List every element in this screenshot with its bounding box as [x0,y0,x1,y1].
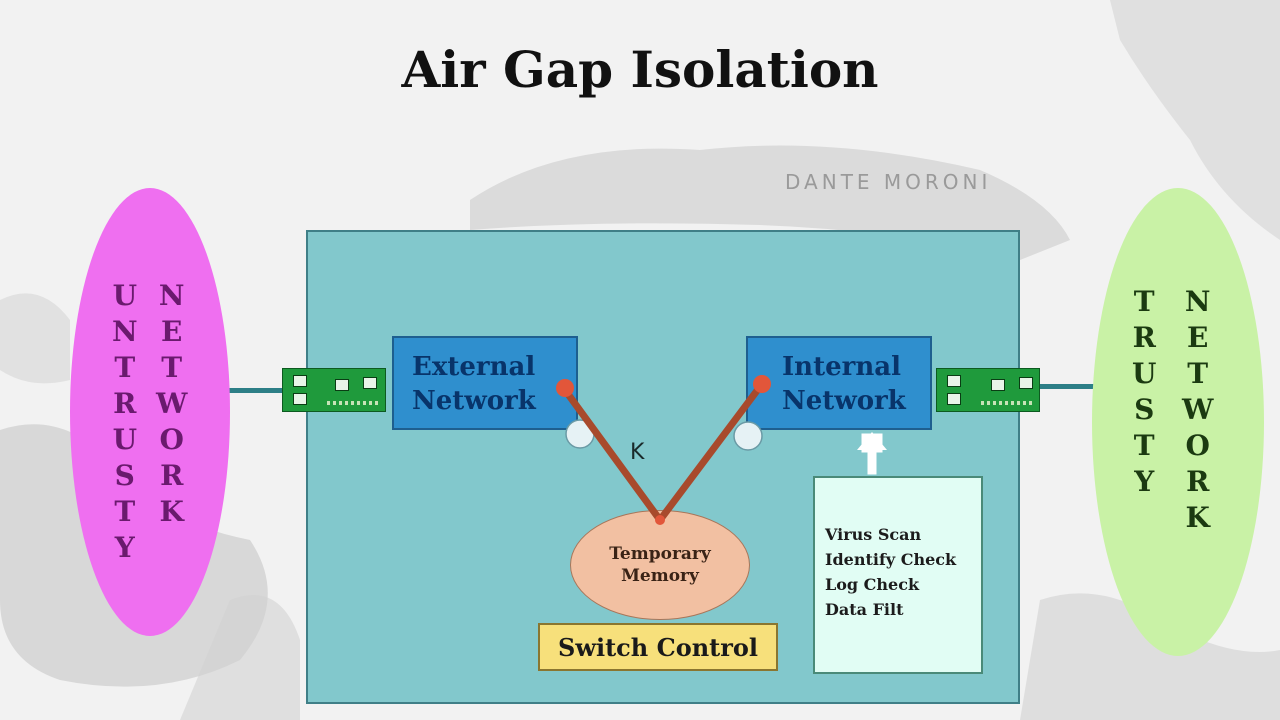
nic-chip [335,379,349,391]
watermark-text: DANTE MORONI [785,170,992,194]
nic-chip [293,393,307,405]
untrusted-letter: T [114,495,136,528]
temporary-memory-ellipse: Temporary Memory [570,510,750,620]
switch-k-label: K [630,440,645,465]
untrusted-letter: N [158,279,185,312]
external-nic-card [282,368,386,412]
trusted-letter: U [1132,357,1157,390]
diagram-title: Air Gap Isolation [401,40,879,99]
untrusted-letter: R [160,459,184,492]
trusted-letter: T [1187,357,1209,390]
internal-network-label-line-2: Network [782,386,906,416]
trusted-label-column-1: T R U S T Y [1132,284,1156,500]
untrusted-label-column-2: N E T W O R K [156,278,187,530]
external-network-box: External Network [392,336,578,430]
check-item: Data Filt [825,600,904,619]
untrusted-letter: N [112,315,138,348]
check-item: Virus Scan [825,525,922,544]
nic-pins [327,401,381,405]
temporary-memory-label-line-2: Memory [621,566,699,586]
trusted-letter: T [1133,429,1155,462]
untrusted-letter: S [114,459,135,492]
trusted-letter: E [1187,321,1209,354]
trusted-letter: W [1182,393,1214,426]
nic-chip [1019,377,1033,389]
untrusted-network-ellipse [70,188,230,636]
nic-chip [363,377,377,389]
nic-chip [991,379,1005,391]
untrusted-letter: U [112,279,137,312]
internal-nic-card [936,368,1040,412]
untrusted-letter: W [156,387,188,420]
trusted-label-column-2: N E T W O R K [1182,284,1213,536]
nic-pins [981,401,1035,405]
nic-chip [947,393,961,405]
untrusted-label-column-1: U N T R U S T Y [112,278,138,566]
nic-chip [947,375,961,387]
untrusted-letter: O [159,423,184,456]
internal-network-box: Internal Network [746,336,932,430]
temporary-memory-label-line-1: Temporary [609,544,711,564]
external-network-label-line-1: External [412,352,536,382]
trusted-letter: K [1185,501,1210,534]
untrusted-letter: K [159,495,184,528]
trusted-network-ellipse [1092,188,1264,656]
trusted-link-line [1040,384,1096,389]
trusted-letter: Y [1134,465,1155,498]
trusted-letter: R [1132,321,1156,354]
trusted-letter: N [1184,285,1211,318]
internal-network-label-line-1: Internal [782,352,901,382]
untrusted-letter: T [114,351,136,384]
untrusted-letter: U [112,423,137,456]
nic-chip [293,375,307,387]
untrusted-letter: E [161,315,183,348]
untrusted-letter: T [161,351,183,384]
untrusted-letter: R [113,387,137,420]
untrusted-link-line [228,388,284,393]
switch-control-box: Switch Control [538,623,778,671]
trusted-letter: T [1133,285,1155,318]
untrusted-letter: Y [114,531,135,564]
trusted-letter: S [1134,393,1155,426]
trusted-letter: O [1185,429,1210,462]
trusted-letter: R [1186,465,1210,498]
check-item: Identify Check [825,550,957,569]
check-item: Log Check [825,575,920,594]
security-checks-box: Virus Scan Identify Check Log Check Data… [813,476,983,674]
external-network-label-line-2: Network [412,386,536,416]
